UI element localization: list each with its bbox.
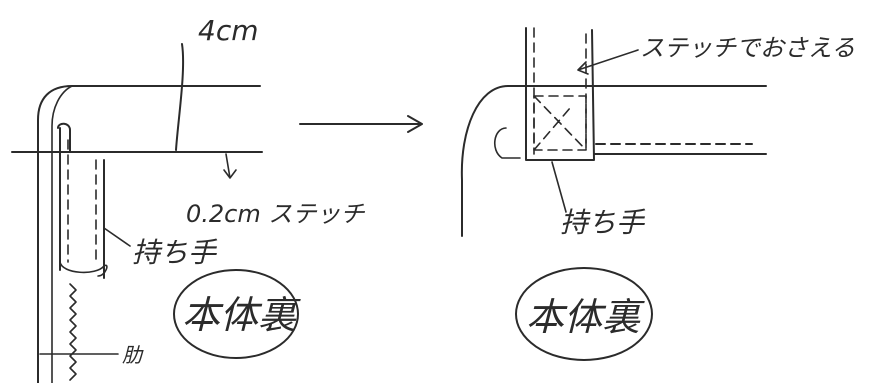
left-stitch-arrow — [223, 153, 237, 179]
left-figure — [11, 43, 299, 383]
left-rib-zigzag — [69, 283, 77, 381]
right-figure — [460, 27, 767, 361]
left-handle-strap-dash — [67, 139, 97, 263]
right-handle-pointer — [551, 161, 567, 213]
left-band-inner-fold — [51, 85, 73, 383]
right-handle-strap — [525, 27, 595, 161]
label-4cm: 4cm — [198, 14, 258, 47]
right-box-stitch — [533, 95, 587, 151]
label-handle-left: 持ち手 — [132, 236, 218, 269]
label-stitch-measure: 0.2cm ステッチ — [186, 200, 365, 228]
label-stitch-hold: ステッチでおさえる — [640, 34, 855, 62]
label-body-right: 本体裏 — [526, 295, 645, 339]
transition-arrow — [299, 115, 423, 133]
label-body-left: 本体裏 — [182, 293, 301, 337]
left-handle-tab — [57, 122, 71, 153]
label-rib: 肋 — [122, 343, 144, 367]
left-band-fold — [37, 85, 261, 383]
right-stitch-pointer — [577, 49, 639, 75]
right-band-curl-inner — [494, 127, 521, 159]
right-handle-strap-dash — [533, 27, 587, 155]
right-band-curl — [460, 85, 509, 237]
label-handle-right: 持ち手 — [560, 206, 646, 239]
left-handle-strap — [59, 127, 105, 279]
left-measure-4cm — [175, 43, 185, 151]
left-handle-bottom — [59, 261, 108, 277]
right-body-oval — [515, 267, 653, 361]
left-body-oval — [173, 269, 299, 359]
left-handle-pointer — [103, 227, 131, 247]
